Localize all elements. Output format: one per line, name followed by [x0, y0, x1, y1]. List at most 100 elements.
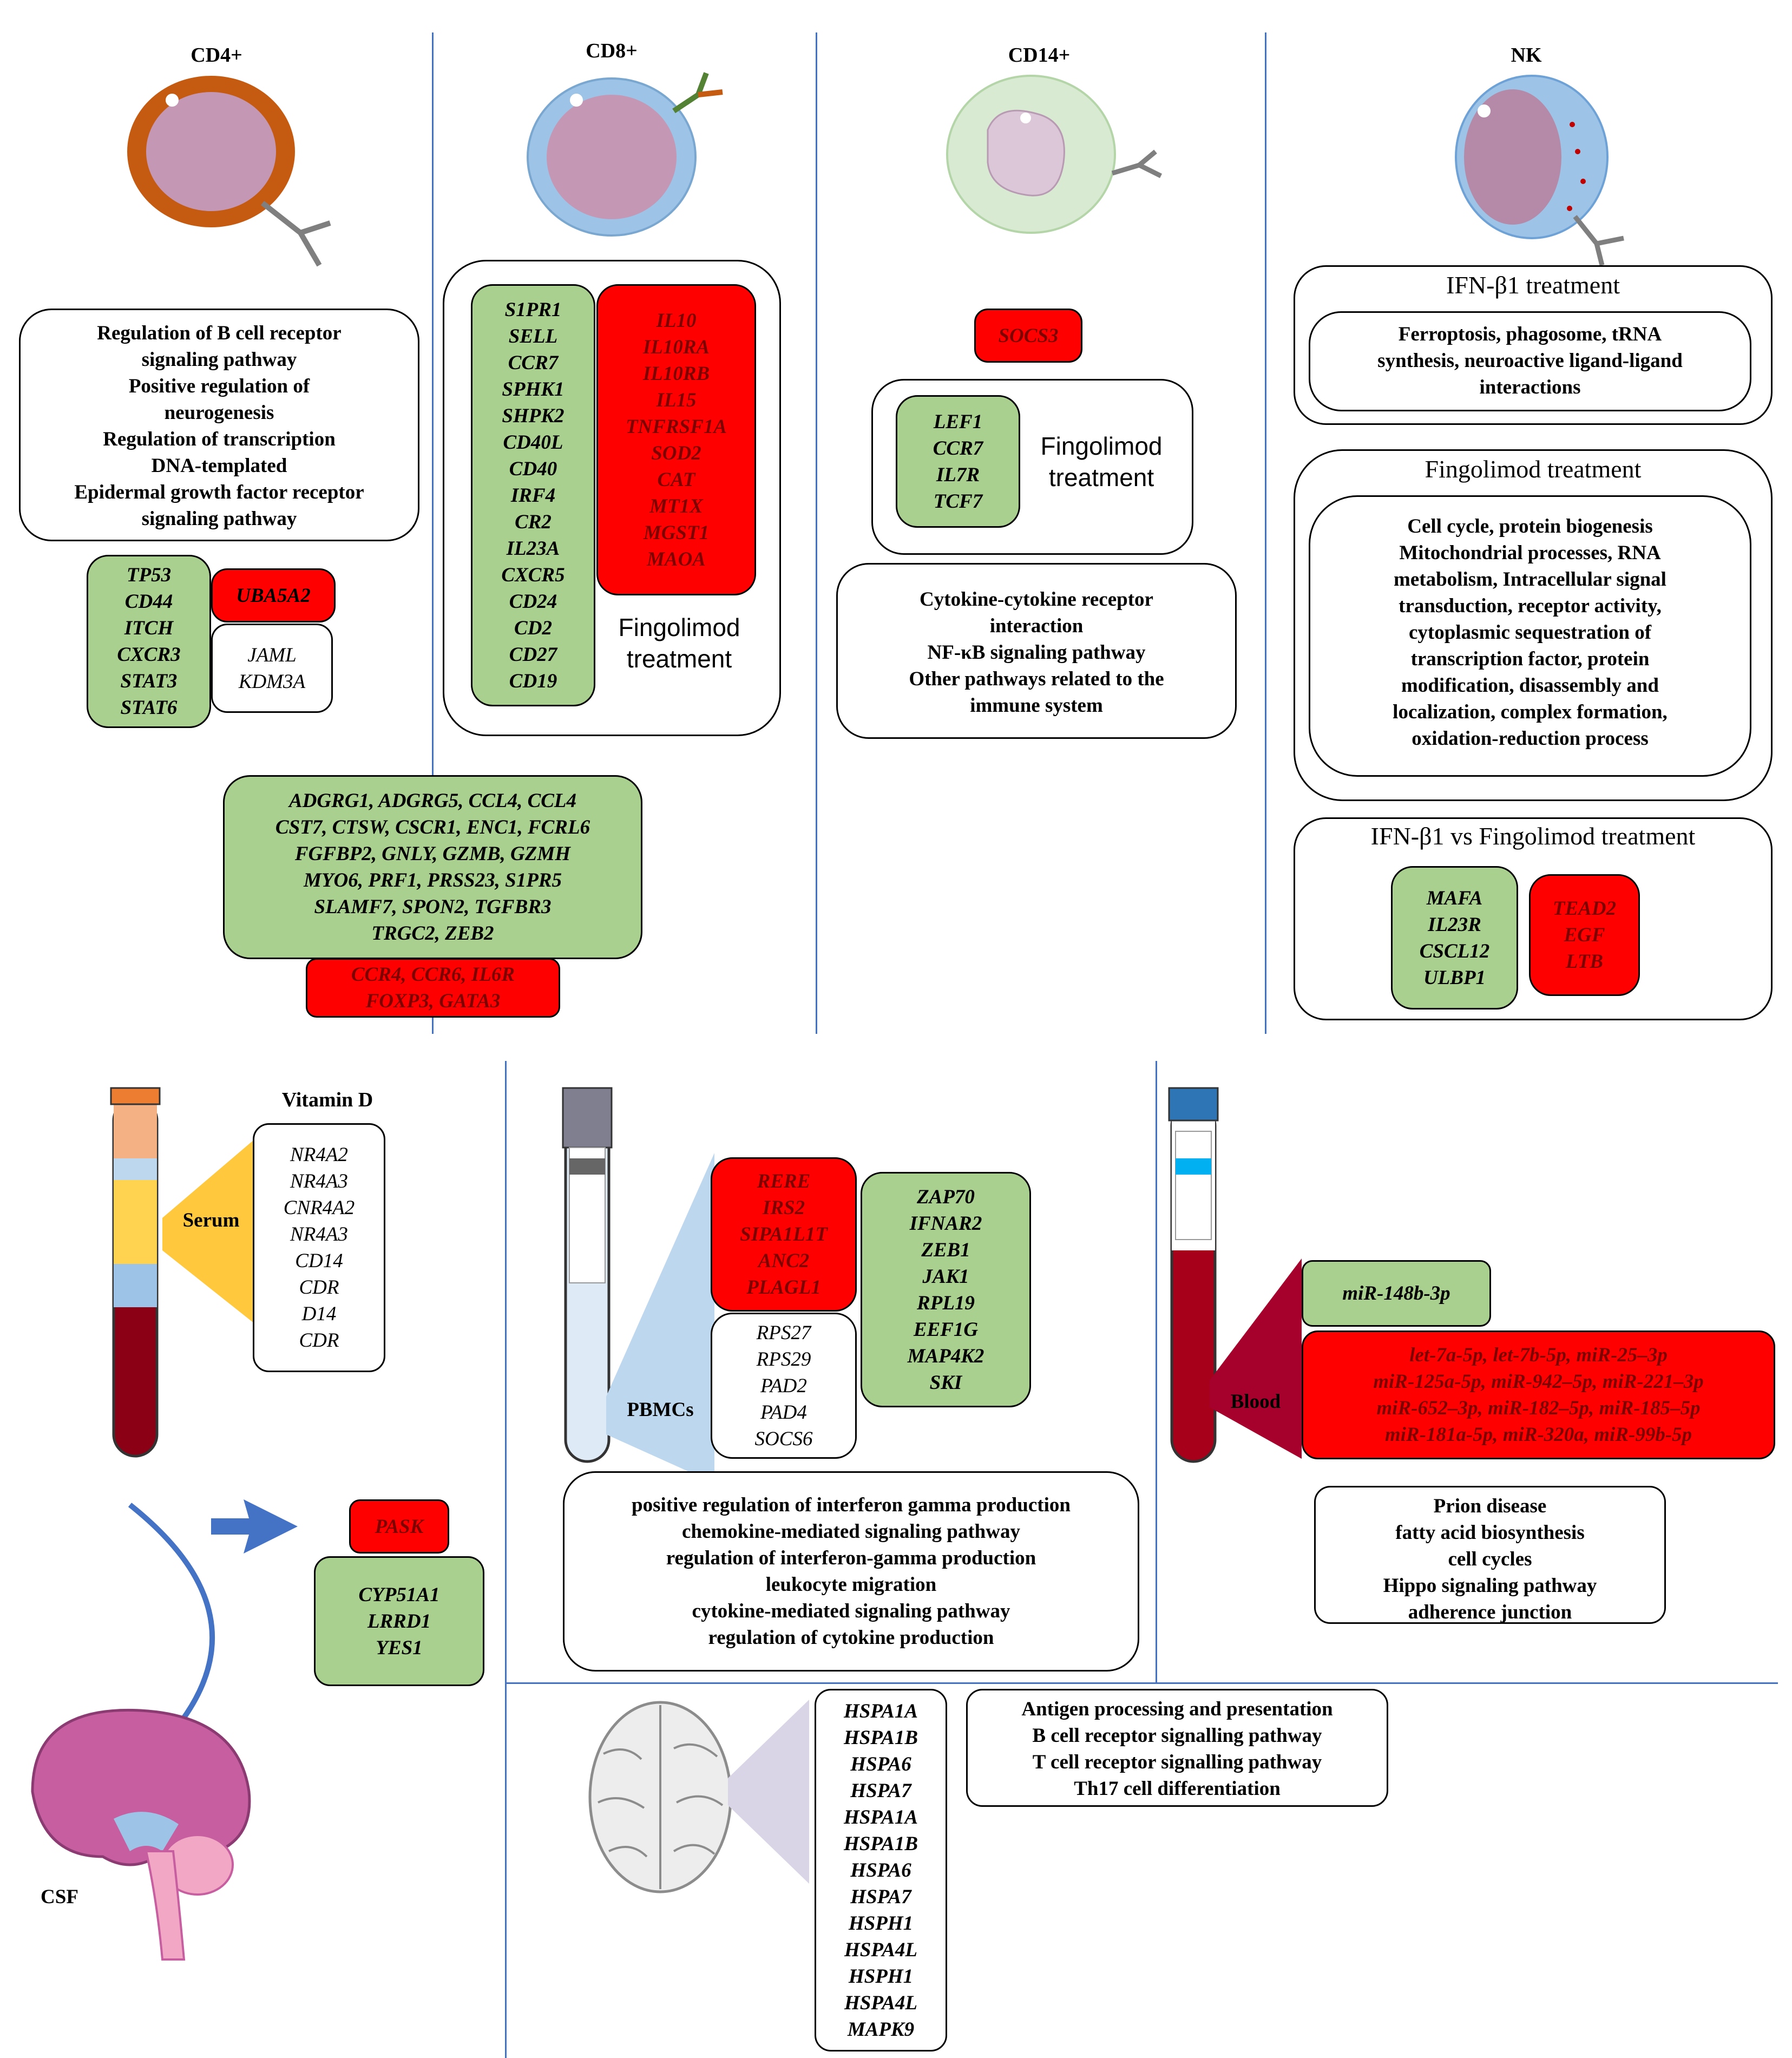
gene: HSPA6 — [850, 1859, 911, 1882]
brain-pathway-0: Antigen processing and presentation — [1021, 1698, 1333, 1720]
nk-title: NK — [1511, 44, 1542, 67]
divider-brain — [506, 1682, 1778, 1684]
gene: CD14 — [295, 1250, 343, 1272]
gene: PAD4 — [760, 1401, 807, 1424]
blood-pathway-1: fatty acid biosynthesis — [1395, 1522, 1585, 1544]
cd4-pathway-5: DNA-templated — [151, 455, 287, 477]
cd4-other-genes: JAML KDM3A — [211, 624, 333, 713]
nk-ifn-title: IFN-β1 treatment — [1446, 271, 1620, 299]
nk-fingo-pathway-5: transcription factor, protein — [1410, 648, 1650, 670]
gene: LTB — [1565, 951, 1604, 973]
gene: FGFBP2, GNLY, GZMB, GZMH — [294, 843, 571, 865]
gene: UBA5A2 — [236, 584, 311, 607]
cd14-pathway-box: Cytokine-cytokine receptor interaction N… — [836, 563, 1237, 739]
gene: MAFA — [1426, 887, 1483, 909]
gene: NR4A3 — [290, 1223, 348, 1246]
divider-cd4-cd8 — [432, 32, 434, 1034]
cd14-treatment-line-1: treatment — [1048, 463, 1154, 491]
gene: CXCR3 — [117, 644, 181, 666]
cd4-pathway-4: Regulation of transcription — [103, 428, 336, 450]
gene: HSPA1A — [843, 1700, 918, 1722]
gene: IRF4 — [510, 484, 556, 507]
gene: CDR — [299, 1276, 339, 1299]
gene: TNFRSF1A — [625, 415, 727, 438]
blood-up-mirna: miR-148b-3p — [1302, 1260, 1491, 1327]
blood-pathway-0: Prion disease — [1433, 1495, 1547, 1517]
cd14-treatment-line-0: Fingolimod — [1040, 432, 1163, 460]
gene: TCF7 — [933, 490, 983, 513]
nk-fingo-pathway-3: transduction, receptor activity, — [1399, 595, 1662, 617]
csf-label: CSF — [41, 1886, 78, 1908]
gene: IL10RA — [642, 336, 710, 358]
brain-pathway-3: Th17 cell differentiation — [1074, 1778, 1281, 1800]
gene: MAP4K2 — [907, 1345, 984, 1367]
gene: PAD2 — [760, 1374, 807, 1397]
gene: NR4A3 — [290, 1170, 348, 1192]
nk-ifn-pathway-2: interactions — [1479, 376, 1581, 398]
gene: TRGC2, ZEB2 — [371, 922, 494, 945]
gene: CD44 — [124, 591, 173, 613]
blood-tube-icon — [1168, 1087, 1219, 1463]
gene: STAT3 — [120, 670, 178, 692]
pbmc-other-genes: RPS27 RPS29 PAD2 PAD4 SOCS6 — [711, 1313, 857, 1459]
gene: IL7R — [936, 463, 980, 486]
cd4-pathway-0: Regulation of B cell receptor — [97, 322, 342, 344]
cd14-pathway-2: NF-κB signaling pathway — [927, 641, 1146, 664]
blood-down-mirnas: let-7a-5p, let-7b-5p, miR-25–3p miR-125a… — [1302, 1331, 1775, 1459]
cd8-up-genes: S1PR1 SELL CCR7 SPHK1 SHPK2 CD40L CD40 I… — [471, 284, 595, 706]
gene: D14 — [301, 1303, 337, 1325]
blood-label: Blood — [1230, 1391, 1281, 1413]
gene: RPS29 — [756, 1348, 811, 1371]
gene: STAT6 — [120, 697, 178, 719]
gene: SPHK1 — [502, 378, 564, 401]
cd8-treatment-label: Fingolimod treatment — [601, 612, 758, 674]
gene: ULBP1 — [1423, 966, 1486, 989]
gene: CAT — [657, 468, 695, 491]
cd14-title: CD14+ — [1008, 44, 1071, 67]
pbmc-pathway-3: leukocyte migration — [765, 1574, 937, 1596]
gene: HSPA7 — [850, 1779, 911, 1802]
cd8-cell-icon — [527, 72, 723, 237]
gene: CCR4, CCR6, IL6R — [351, 964, 515, 986]
brain-wedge — [728, 1700, 809, 1884]
gene: SOCS6 — [754, 1427, 813, 1450]
gene: HSPH1 — [848, 1912, 914, 1935]
blood-pathway-2: cell cycles — [1448, 1548, 1532, 1570]
gene: TP53 — [126, 564, 172, 586]
nk-fingo-pathway-1: Mitochondrial processes, RNA — [1399, 542, 1661, 564]
brain-pathway-box: Antigen processing and presentation B ce… — [966, 1689, 1388, 1807]
gene: ADGRG1, ADGRG5, CCL4, CCL4 — [288, 790, 577, 812]
mirna: miR-652–3p, miR-182–5p, miR-185–5p — [1376, 1397, 1701, 1419]
cd14-cell-icon — [946, 75, 1163, 234]
gene: HSPA1A — [843, 1806, 918, 1828]
cd14-treatment-label: Fingolimod treatment — [1023, 430, 1180, 493]
divider-cd8-cd14 — [816, 32, 817, 1034]
gene: RPL19 — [917, 1292, 975, 1314]
gene: CD40L — [503, 431, 563, 454]
gene: CD2 — [514, 617, 552, 639]
cd8-treatment-line-1: treatment — [626, 645, 732, 673]
shared-down-genes: CCR4, CCR6, IL6R FOXP3, GATA3 — [306, 958, 560, 1018]
gene: MGST1 — [643, 521, 710, 544]
gene: ZEB1 — [921, 1238, 970, 1261]
gene: CCR7 — [508, 351, 559, 374]
gene: SELL — [508, 325, 558, 348]
gene: ANC2 — [758, 1250, 810, 1272]
gene: LEF1 — [933, 410, 983, 433]
brain-pathway-2: T cell receptor signalling pathway — [1032, 1751, 1322, 1773]
cd4-pathway-6: Epidermal growth factor receptor — [74, 481, 364, 503]
cd4-pathway-box: Regulation of B cell receptor signaling … — [19, 309, 419, 541]
gene: LRRD1 — [367, 1610, 431, 1633]
gene: SHPK2 — [502, 404, 564, 427]
nk-vs-up-genes: MAFA IL23R CSCL12 ULBP1 — [1391, 866, 1518, 1010]
gene: FOXP3, GATA3 — [365, 990, 501, 1012]
brain-genes-box: HSPA1A HSPA1B HSPA6 HSPA7 HSPA1A HSPA1B … — [815, 1689, 947, 2052]
gene: HSPA4L — [844, 1991, 917, 2014]
gene: HSPA1B — [843, 1726, 918, 1749]
mirna: miR-181a-5p, miR-320a, miR-99b-5p — [1384, 1424, 1692, 1446]
cd14-pathway-3: Other pathways related to the — [909, 668, 1164, 690]
gene: IRS2 — [762, 1197, 805, 1219]
cd8-title: CD8+ — [586, 40, 638, 62]
gene: SOCS3 — [998, 324, 1059, 347]
gene: IFNAR2 — [909, 1212, 982, 1235]
